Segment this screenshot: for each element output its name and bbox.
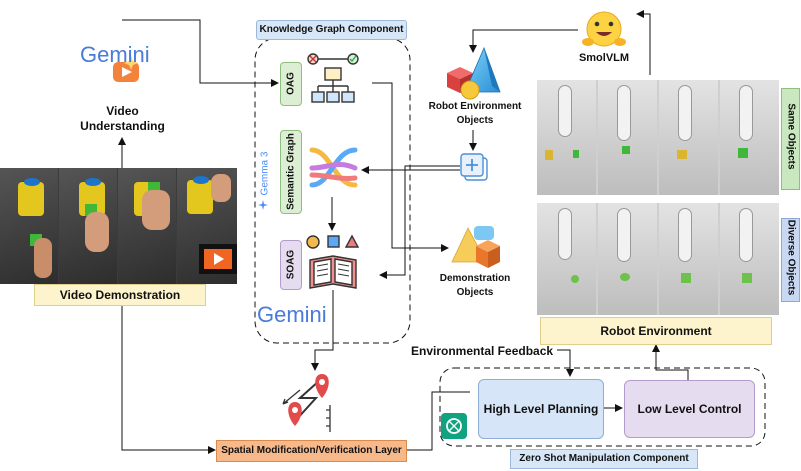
robot-frame-same-3	[659, 80, 718, 195]
robot-env-objects-icon	[447, 46, 501, 100]
robot-frame-diverse-1	[537, 203, 596, 315]
diverse-objects-label: Diverse Objects	[781, 218, 800, 302]
flowchart-icon	[307, 53, 359, 103]
robot-environment-label: Robot Environment	[540, 317, 772, 345]
demonstration-objects-icon	[451, 226, 500, 268]
smolvlm-label: SmolVLM	[578, 52, 630, 64]
video-frame-1	[0, 168, 58, 284]
semantic-graph-icon	[309, 147, 358, 188]
demo-objects-line1: Demonstration	[439, 273, 511, 284]
video-frame-2	[59, 168, 117, 284]
semantic-graph-label: Semantic Graph	[280, 130, 302, 214]
video-clip-icon	[199, 244, 237, 274]
low-level-control-box[interactable]: Low Level Control	[624, 380, 755, 438]
gemini-logo-bottom: Gemini	[257, 302, 327, 327]
book-icon	[306, 234, 360, 289]
same-objects-label: Same Objects	[781, 88, 800, 190]
knowledge-graph-title: Knowledge Graph Component	[256, 20, 407, 40]
spatial-layer-label: Spatial Modification/Verification Layer	[216, 440, 407, 462]
hugging-face-icon	[582, 11, 626, 47]
same-objects-frames	[537, 80, 779, 195]
openai-logo-icon	[441, 413, 467, 439]
zero-shot-frame	[439, 367, 766, 447]
video-demonstration-frames	[0, 168, 237, 284]
same-objects-text: Same Objects	[785, 103, 797, 170]
video-understanding-line1: Video	[106, 104, 139, 118]
zero-shot-label: Zero Shot Manipulation Component	[510, 449, 698, 469]
video-understanding-label: Video Understanding	[70, 104, 175, 134]
map-pins-icon	[282, 374, 331, 432]
robot-frame-same-1	[537, 80, 596, 195]
soag-label: SOAG	[280, 240, 302, 290]
robot-frame-diverse-3	[659, 203, 718, 315]
demo-objects-line2: Objects	[456, 287, 494, 298]
oag-label: OAG	[280, 62, 302, 106]
robot-env-objects-line1: Robot Environment	[428, 101, 522, 112]
robot-env-objects-line2: Objects	[456, 115, 494, 126]
gemini-logo-top: Gemini	[80, 42, 150, 67]
video-understanding-line2: Understanding	[80, 119, 165, 133]
diverse-objects-frames	[537, 203, 779, 315]
gemma-label: Gemma 3	[259, 151, 271, 196]
soag-text: SOAG	[285, 249, 297, 280]
robot-frame-diverse-2	[598, 203, 657, 315]
connectors	[118, 10, 689, 454]
semantic-graph-text: Semantic Graph	[285, 133, 297, 210]
robot-frame-diverse-4	[720, 203, 779, 315]
robot-env-objects-label: Robot Environment Objects	[420, 100, 530, 128]
demonstration-objects-label: Demonstration Objects	[430, 272, 520, 300]
robot-frame-same-2	[598, 80, 657, 195]
video-frame-3	[118, 168, 176, 284]
robot-frame-same-4	[720, 80, 779, 195]
diverse-objects-text: Diverse Objects	[785, 219, 797, 296]
high-level-planning-box[interactable]: High Level Planning	[478, 379, 604, 439]
gemma-star-icon	[258, 200, 268, 210]
environmental-feedback-label: Environmental Feedback	[411, 344, 554, 358]
combine-icon	[460, 153, 488, 181]
video-demonstration-label: Video Demonstration	[34, 284, 206, 306]
video-play-icon	[113, 56, 139, 82]
video-frame-4	[177, 168, 237, 284]
oag-text: OAG	[285, 72, 297, 95]
